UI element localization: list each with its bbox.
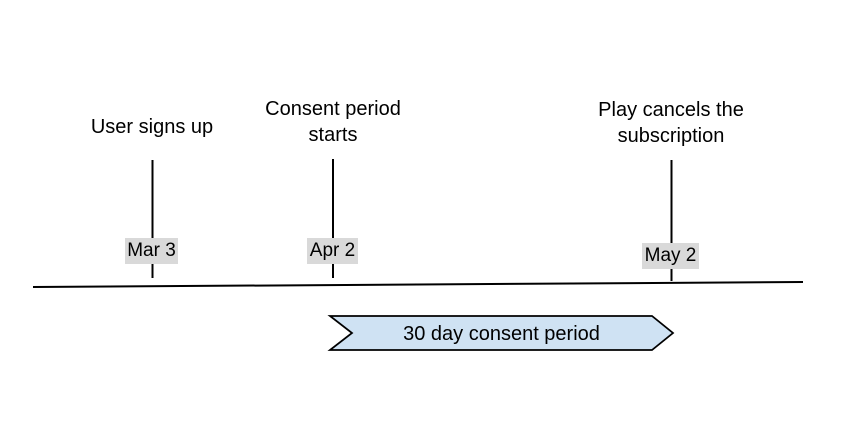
consent-period-banner-label: 30 day consent period [403, 323, 600, 345]
event-label-consent-period-starts: Consent period starts [265, 98, 401, 146]
date-chip-mar-3: Mar 3 [125, 238, 178, 264]
timeline-axis [32, 281, 804, 288]
date-chip-may-2: May 2 [642, 243, 699, 269]
consent-period-banner-shape [327, 315, 675, 351]
event-label-user-signs-up: User signs up [90, 116, 214, 138]
event-label-play-cancels-subscription: Play cancels the subscription [598, 99, 744, 147]
date-chip-apr-2: Apr 2 [307, 238, 358, 264]
